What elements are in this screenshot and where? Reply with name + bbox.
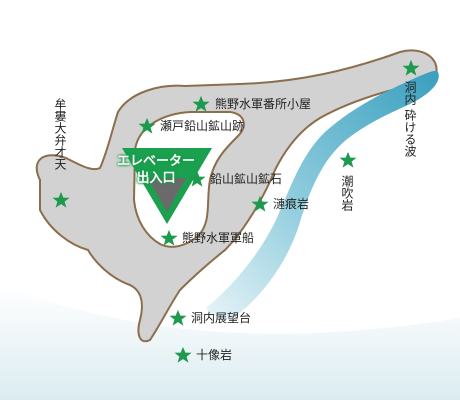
elevator-inner (148, 178, 186, 212)
star-icon[interactable] (169, 309, 187, 327)
label-ore-stone: 鉛山鉱山鉱石 (210, 172, 283, 186)
water-channel (206, 70, 439, 319)
cave-land (35, 49, 438, 343)
star-icon[interactable] (402, 59, 420, 77)
label-setodo-mine: 瀬戸鉛山鉱山跡 (160, 119, 245, 133)
label-observatory: 洞内展望台 (191, 311, 252, 325)
star-icon[interactable] (192, 95, 210, 113)
star-icon[interactable] (138, 117, 156, 135)
label-kumano-barracks: 熊野水軍番所小屋 (215, 97, 312, 111)
elevator-label: エレベーター 出入口 (98, 153, 214, 187)
star-icon[interactable] (52, 191, 70, 209)
star-icon[interactable] (174, 346, 192, 364)
sea-area (0, 285, 460, 400)
star-icon[interactable] (188, 170, 206, 188)
label-breaking-waves: 洞内 砕ける波 (403, 81, 417, 157)
label-sazanami-rock: 漣痕岩 (273, 197, 310, 211)
star-icon[interactable] (160, 229, 178, 247)
star-icon[interactable] (251, 195, 269, 213)
label-kumano-ship: 熊野水軍軍船 (182, 231, 255, 245)
label-shiofuki-rock: 潮吹岩 (340, 175, 354, 211)
elevator-label-line1: エレベーター (116, 154, 195, 169)
star-icon[interactable] (339, 151, 357, 169)
label-juzou-rock: 十像岩 (196, 348, 233, 362)
elevator-label-line2: 出入口 (136, 171, 176, 186)
label-mukodai-benzaiten: 牟婁大弁才天 (53, 98, 67, 170)
